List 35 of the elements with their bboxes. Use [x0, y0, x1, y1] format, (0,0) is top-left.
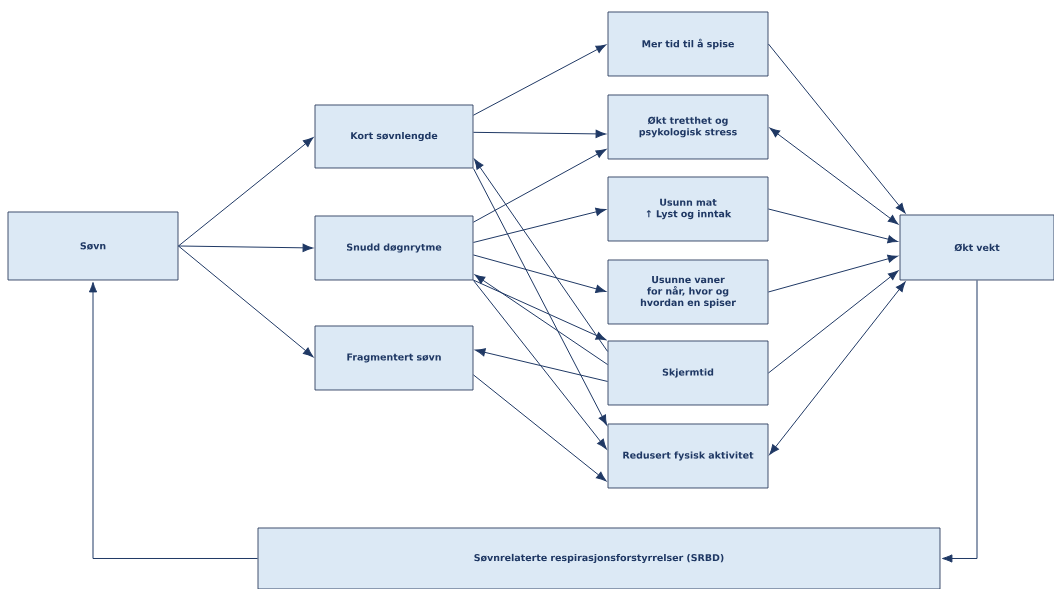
arrow: [472, 254, 607, 293]
arrow: [767, 270, 899, 374]
arrow: [474, 274, 609, 366]
arrow: [769, 281, 906, 455]
arrow: [767, 208, 899, 244]
arrow: [177, 243, 313, 252]
arrow: [88, 282, 259, 559]
arrow: [472, 279, 607, 341]
process-box: Usunne vaner for når, hvor og hvordan en spiser: [607, 259, 769, 325]
arrow: [767, 43, 906, 214]
arrow: [472, 149, 607, 223]
process-box: Kort søvnlengde: [314, 104, 474, 169]
arrow: [472, 129, 606, 138]
arrow: [177, 137, 314, 247]
process-box: Økt vekt: [899, 214, 1054, 281]
arrow: [472, 167, 608, 426]
process-box: Skjermtid: [607, 340, 769, 406]
arrow: [472, 44, 607, 116]
arrow: [474, 348, 609, 382]
process-box: Økt tretthet og psykologisk stress: [607, 94, 769, 160]
arrow: [177, 245, 314, 358]
process-box: Redusert fysisk aktivitet: [607, 423, 769, 489]
arrow: [474, 159, 609, 352]
process-box: Usunn mat ↑ Lyst og inntak: [607, 176, 769, 242]
arrow: [769, 127, 899, 225]
arrow: [942, 279, 978, 563]
process-box: Søvnrelaterte respirasjonsforstyrrelser (SRBD): [257, 527, 941, 589]
process-box: Mer tid til å spise: [607, 11, 769, 77]
arrow: [472, 207, 607, 243]
arrow: [767, 254, 899, 293]
process-box: Søvn: [7, 211, 179, 281]
process-box: Snudd døgnrytme: [314, 215, 474, 281]
process-box: Fragmentert søvn: [314, 325, 474, 391]
arrow: [472, 279, 607, 450]
arrow: [472, 374, 607, 482]
